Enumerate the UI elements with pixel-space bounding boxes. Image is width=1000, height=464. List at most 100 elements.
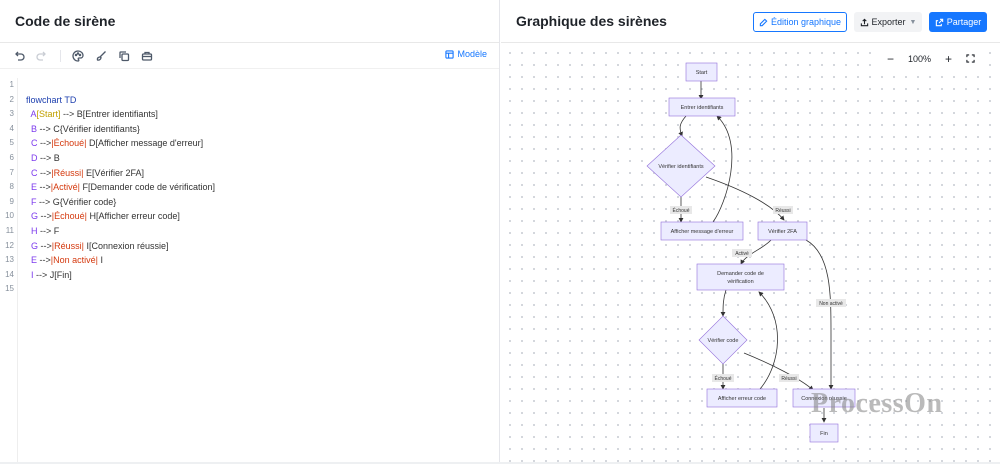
edge-label-reussi-2: Réussi bbox=[781, 376, 796, 382]
line-number: 8 bbox=[9, 182, 14, 192]
model-link[interactable]: Modèle bbox=[445, 49, 487, 59]
line-number: 10 bbox=[5, 211, 14, 221]
code-text: F --> G{Vérifier code} bbox=[26, 195, 116, 210]
code-token: |Activé| bbox=[50, 182, 80, 193]
node-verifier-2fa[interactable]: Vérifier 2FA bbox=[757, 221, 808, 241]
diagram-pane-header: Graphique des sirènes Édition graphique … bbox=[501, 0, 1000, 43]
code-line[interactable]: 5 C -->|Échoué| D[Afficher message d'err… bbox=[0, 136, 499, 151]
export-label: Exporter bbox=[871, 17, 906, 27]
line-number: 12 bbox=[5, 240, 14, 250]
toolbox-icon[interactable] bbox=[140, 49, 154, 63]
line-number-gutter bbox=[0, 78, 18, 462]
redo-icon[interactable] bbox=[35, 49, 49, 63]
code-pane-header: Code de sirène bbox=[0, 0, 499, 43]
code-token: I bbox=[26, 269, 34, 280]
share-external-icon bbox=[935, 18, 943, 26]
share-button[interactable]: Partager bbox=[929, 12, 987, 32]
code-token: --> bbox=[37, 255, 51, 266]
zoom-out-button[interactable]: − bbox=[886, 52, 894, 66]
code-token: E[Vérifier 2FA] bbox=[83, 167, 144, 178]
edge-e-f bbox=[740, 239, 772, 265]
nodes: Start Entrer identifiants Vérifier ident… bbox=[646, 62, 856, 443]
brush-icon[interactable] bbox=[94, 49, 108, 63]
code-line[interactable]: 9 F --> G{Vérifier code} bbox=[0, 195, 499, 210]
code-line[interactable]: 3 A[Start] --> B[Entrer identifiants] bbox=[0, 107, 499, 122]
code-token: B[Entrer identifiants] bbox=[76, 109, 158, 120]
node-entrer-identifiants-label: Entrer identifiants bbox=[681, 105, 724, 111]
node-fin-label: Fin bbox=[820, 431, 828, 437]
node-afficher-message-erreur[interactable]: Afficher message d'erreur bbox=[660, 221, 744, 241]
code-line[interactable]: 13 E -->|Non activé| I bbox=[0, 253, 499, 268]
code-line[interactable]: 11 H --> F bbox=[0, 224, 499, 239]
code-line[interactable]: 6 D --> B bbox=[0, 151, 499, 166]
code-text: G -->|Échoué| H[Afficher erreur code] bbox=[26, 209, 180, 224]
zoom-in-button[interactable]: + bbox=[944, 52, 952, 66]
code-token: --> bbox=[37, 225, 54, 236]
node-verifier-code[interactable]: Vérifier code bbox=[698, 315, 748, 365]
code-token: |Non activé| bbox=[50, 255, 98, 266]
diagram-pane: Graphique des sirènes Édition graphique … bbox=[501, 0, 1000, 462]
edge-c-e bbox=[705, 176, 785, 221]
code-token: --> bbox=[37, 152, 54, 163]
code-token: --> bbox=[38, 240, 52, 251]
processon-watermark: ProcessOn bbox=[811, 388, 943, 419]
editor-toolbar: Modèle bbox=[0, 43, 499, 69]
edge-label-reussi-1: Réussi bbox=[775, 208, 790, 214]
code-token: --> bbox=[37, 182, 51, 193]
code-token: flowchart TD bbox=[26, 94, 77, 105]
code-token: --> bbox=[60, 109, 77, 120]
code-text: E -->|Non activé| I bbox=[26, 253, 103, 268]
node-verifier-identifiants[interactable]: Vérifier identifiants bbox=[646, 134, 716, 198]
code-line[interactable]: 2 flowchart TD bbox=[0, 93, 499, 108]
code-token: --> bbox=[33, 269, 50, 280]
node-entrer-identifiants[interactable]: Entrer identifiants bbox=[668, 97, 736, 117]
undo-icon[interactable] bbox=[12, 49, 26, 63]
code-token: H bbox=[26, 225, 38, 236]
export-button[interactable]: Exporter ▼ bbox=[854, 12, 922, 32]
diagram-canvas[interactable]: − 100% + bbox=[501, 44, 1000, 462]
code-line[interactable]: 14 I --> J[Fin] bbox=[0, 268, 499, 283]
diagram-pane-title: Graphique des sirènes bbox=[516, 13, 667, 29]
node-afficher-message-erreur-label: Afficher message d'erreur bbox=[671, 229, 734, 235]
line-number: 7 bbox=[9, 167, 14, 177]
code-token: F bbox=[53, 225, 60, 236]
code-line[interactable]: 1 bbox=[0, 78, 499, 93]
node-afficher-erreur-code[interactable]: Afficher erreur code bbox=[706, 388, 778, 408]
fullscreen-icon[interactable] bbox=[966, 53, 975, 65]
node-fin[interactable]: Fin bbox=[809, 423, 839, 443]
code-token: --> bbox=[37, 167, 52, 178]
line-number: 14 bbox=[5, 269, 14, 279]
code-line[interactable]: 8 E -->|Activé| F[Demander code de vérif… bbox=[0, 180, 499, 195]
zoom-controls: − 100% + bbox=[879, 52, 982, 66]
copy-icon[interactable] bbox=[117, 49, 131, 63]
code-text: G -->|Réussi| I[Connexion réussie] bbox=[26, 239, 169, 254]
line-number: 2 bbox=[9, 94, 14, 104]
code-line[interactable]: 10 G -->|Échoué| H[Afficher erreur code] bbox=[0, 209, 499, 224]
edit-pencil-icon bbox=[759, 18, 768, 26]
code-token: E bbox=[26, 182, 38, 193]
graphic-edit-label: Édition graphique bbox=[770, 17, 842, 27]
code-token: I[Connexion réussie] bbox=[83, 240, 169, 251]
code-token: --> bbox=[36, 196, 53, 207]
graphic-edit-button[interactable]: Édition graphique bbox=[753, 12, 847, 32]
node-connexion-reussie[interactable]: Connexion réussie bbox=[792, 388, 856, 408]
code-token: --> bbox=[37, 138, 52, 149]
model-link-label: Modèle bbox=[457, 49, 487, 59]
share-label: Partager bbox=[946, 17, 982, 27]
line-number: 13 bbox=[5, 255, 14, 265]
code-pane-title: Code de sirène bbox=[15, 13, 116, 29]
code-text: I --> J[Fin] bbox=[26, 268, 72, 283]
code-line[interactable]: 4 B --> C{Vérifier identifiants} bbox=[0, 122, 499, 137]
node-connexion-reussie-label: Connexion réussie bbox=[801, 396, 847, 402]
node-start[interactable]: Start bbox=[685, 62, 718, 82]
code-line[interactable]: 7 C -->|Réussi| E[Vérifier 2FA] bbox=[0, 166, 499, 181]
line-number: 15 bbox=[5, 284, 14, 294]
code-line[interactable]: 12 G -->|Réussi| I[Connexion réussie] bbox=[0, 239, 499, 254]
node-demander-code[interactable]: Demander code de vérification bbox=[696, 263, 785, 291]
code-token: A bbox=[26, 109, 37, 120]
code-line[interactable]: 15 bbox=[0, 282, 499, 297]
code-text: E -->|Activé| F[Demander code de vérific… bbox=[26, 180, 215, 195]
palette-icon[interactable] bbox=[71, 49, 85, 63]
edges bbox=[678, 81, 834, 423]
